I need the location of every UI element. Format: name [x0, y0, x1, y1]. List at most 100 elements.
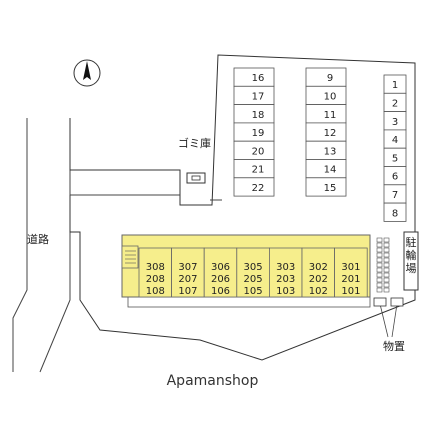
parking-slot-number: 20: [252, 146, 265, 157]
unit-number: 107: [178, 286, 197, 297]
unit-number: 203: [276, 274, 295, 285]
bicycle-rack-slot: [383, 242, 390, 248]
unit-number: 202: [309, 274, 328, 285]
unit-number: 207: [178, 274, 197, 285]
bicycle-rack-slot: [383, 262, 390, 268]
road-edge-right: [39, 118, 71, 373]
parking-slot-number: 19: [252, 128, 265, 139]
unit-number: 201: [341, 274, 360, 285]
bicycle-rack-slot: [383, 257, 390, 263]
unit-number: 306: [211, 262, 230, 273]
storage-leader-line: [379, 303, 389, 338]
parking-slot-number: 10: [324, 91, 337, 102]
bicycle-rack-slot: [383, 267, 390, 273]
parking-slot-number: 18: [252, 110, 265, 121]
site-boundary: [69, 54, 416, 361]
parking-slot: [233, 177, 275, 197]
stairwell: [121, 245, 139, 269]
unit-column: [301, 247, 335, 298]
parking-slot-number: 2: [392, 99, 398, 110]
parking-slot-number: 16: [252, 73, 265, 84]
unit-number: 303: [276, 262, 295, 273]
road-edge-left: [12, 118, 28, 372]
parking-slot-number: 15: [324, 183, 337, 194]
parking-slot-number: 17: [252, 91, 265, 102]
unit-number: 302: [309, 262, 328, 273]
bicycle-rack-slot: [376, 287, 383, 293]
unit-number: 208: [146, 274, 165, 285]
unit-number: 103: [276, 286, 295, 297]
storage-shed: [373, 297, 387, 307]
watermark: Apamanshop: [166, 373, 259, 389]
unit-column: [236, 247, 270, 298]
bicycle-rack-slot: [376, 257, 383, 263]
unit-number: 308: [146, 262, 165, 273]
bicycle-rack-slot: [383, 287, 390, 293]
bicycle-rack-slot: [383, 252, 390, 258]
parking-column-right: 1 2 3 4 5 6 7 8: [383, 74, 407, 222]
unit-column: [203, 247, 238, 298]
parking-slot-number: 22: [252, 183, 265, 194]
north-arrow-icon: [73, 59, 101, 87]
stairs-icon: [125, 250, 136, 264]
building-balcony-strip: [127, 296, 371, 308]
parking-column-left: 16 17 18 19 20 21 22: [233, 67, 275, 197]
bicycle-rack-slot: [376, 247, 383, 253]
unit-number: 205: [244, 274, 263, 285]
parking-slot-number: 12: [324, 128, 337, 139]
unit-columns: 3082081083072071073062061063052051053032…: [138, 247, 368, 298]
parking-slot-number: 7: [392, 190, 398, 201]
parking-slot: [305, 177, 347, 197]
parking-slot-number: 8: [392, 208, 398, 219]
bicycle-rack-slot: [376, 242, 383, 248]
bicycle-rack-slot: [383, 282, 390, 288]
bicycle-parking-text: 駐輪場: [405, 236, 417, 275]
bicycle-parking-label: 駐輪場: [405, 236, 417, 275]
bicycle-racks: [376, 237, 390, 293]
parking-slot-number: 9: [327, 73, 333, 84]
storage-label: 物置: [383, 340, 405, 353]
bicycle-rack-slot: [376, 282, 383, 288]
parking-slot: [383, 202, 407, 222]
parking-slot-number: 13: [324, 146, 337, 157]
parking-column-middle: 9 10 11 12 13 14 15: [305, 67, 347, 197]
parking-slot-number: 21: [252, 165, 265, 176]
bicycle-rack-slot: [376, 237, 383, 243]
bicycle-rack-slot: [376, 262, 383, 268]
bicycle-rack-slot: [383, 277, 390, 283]
unit-number: 108: [146, 286, 165, 297]
bicycle-rack-slot: [376, 277, 383, 283]
unit-number: 206: [211, 274, 230, 285]
parking-slot-number: 11: [324, 110, 337, 121]
parking-slot-number: 1: [392, 80, 398, 91]
garbage-shed-label: ゴミ庫: [178, 137, 211, 150]
unit-column: [171, 247, 205, 298]
parking-slot-number: 5: [392, 153, 398, 164]
parking-slot-number: 6: [392, 172, 398, 183]
parking-slot-number: 3: [392, 117, 398, 128]
bicycle-rack-slot: [376, 272, 383, 278]
unit-number: 106: [211, 286, 230, 297]
road-label: 道路: [27, 233, 49, 246]
bicycle-rack-slot: [383, 247, 390, 253]
bicycle-parking-area: [403, 231, 419, 291]
parking-slot-number: 4: [392, 135, 398, 146]
bicycle-rack-slot: [383, 272, 390, 278]
unit-number: 102: [309, 286, 328, 297]
unit-number: 305: [244, 262, 263, 273]
unit-number: 301: [341, 262, 360, 273]
unit-column: [334, 247, 368, 298]
parking-slot-number: 14: [324, 165, 337, 176]
unit-number: 105: [244, 286, 263, 297]
unit-number: 101: [341, 286, 360, 297]
bicycle-rack-slot: [376, 252, 383, 258]
unit-number: 307: [178, 262, 197, 273]
bicycle-rack-slot: [383, 237, 390, 243]
unit-column: [268, 247, 303, 298]
garbage-shed-door: [191, 175, 201, 181]
bicycle-rack-slot: [376, 267, 383, 273]
storage-shed: [390, 297, 404, 307]
storage-leader-line: [391, 303, 398, 338]
